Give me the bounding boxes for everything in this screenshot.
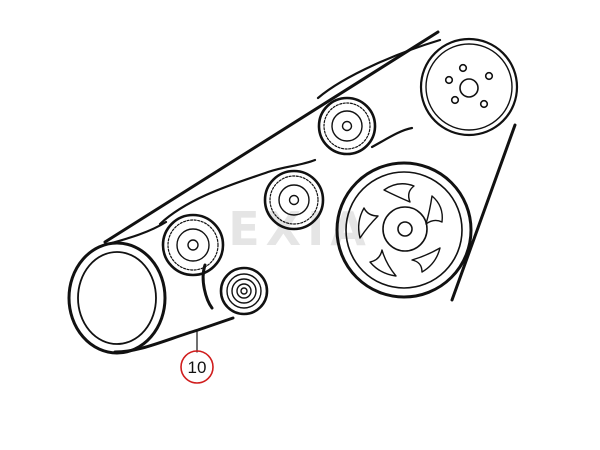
part-callout: 10: [180, 330, 214, 384]
small-pulley-bottom: [219, 266, 269, 316]
idler-pulley-top: [317, 96, 377, 156]
pulley-top-right: [419, 37, 519, 137]
large-spoked-pulley: [335, 161, 473, 299]
callout-label: 10: [188, 358, 207, 377]
crankshaft-pulley: [67, 241, 167, 355]
idler-pulley-left: [161, 213, 225, 277]
callout-circle: [180, 350, 214, 384]
drive-belt: [103, 30, 517, 354]
idler-pulley-middle: [263, 169, 325, 231]
